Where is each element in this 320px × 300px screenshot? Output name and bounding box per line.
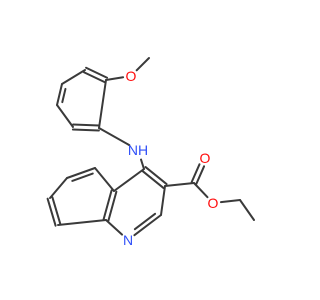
bond-c_q4a-c_q4 (113, 168, 145, 192)
bond-c_q8a-c_q4a-second (102, 189, 113, 221)
bond-c_carbonyl-o_ester (193, 182, 209, 199)
bond-c_ar_b2-c_ar_b3 (61, 69, 86, 85)
bond-c_carbonyl-o_carbonyl-second (190, 163, 201, 183)
bond-n_q1-c_q8a (105, 219, 124, 236)
bond-c_ethyl_ch2-c_ethyl_ch3 (239, 199, 255, 221)
bond-c_ar_b5-c_ar_b6-second (72, 123, 101, 127)
bond-c_q3-c_q2 (160, 185, 166, 216)
bond-c_ar_b3-c_ar_b4 (56, 83, 63, 106)
atom-label-o-ester: O (208, 195, 219, 211)
bond-c_q8a-c_q4a (107, 190, 118, 222)
bond-c_ar_b4-c_ar_b5 (56, 104, 74, 128)
bond-c_q4-c_q3 (141, 169, 165, 189)
molecule-structure: O NH N O O (46, 57, 255, 248)
bond-c_q5-c_q6-inner (71, 172, 94, 182)
bond-c_q7-c_q8-second (51, 196, 62, 226)
bond-o_ester-c_ethyl_ch2 (219, 199, 241, 204)
atom-labels-layer: O NH N O O (123, 68, 219, 248)
bond-o_methoxy-c_ar_b1 (105, 76, 125, 81)
bond-c_q4a-c_q5 (94, 167, 115, 192)
bond-c_q4-c_q3-second (144, 166, 168, 186)
bond-c_ar_b1-c_ar_b2-second (82, 71, 106, 84)
bond-c_ar_b6-c_ar_b1 (98, 79, 107, 129)
bond-c_ar_b6-n_amine (98, 127, 131, 147)
atom-label-n-amine: NH (128, 142, 148, 158)
bond-c_ar_b3-c_ar_b4-inner (61, 87, 67, 104)
atom-label-o-carbonyl: O (200, 150, 211, 166)
bonds-layer (46, 57, 255, 237)
structure-canvas: O NH N O O (46, 57, 255, 248)
bond-c_q3-c_carbonyl (164, 182, 195, 187)
bond-c_q5-c_q6 (66, 167, 96, 179)
bond-c_q7-c_q8 (46, 197, 57, 227)
bond-n_amine-c_q4 (140, 158, 145, 170)
atom-label-n-q1: N (123, 232, 133, 248)
atom-label-o-methoxy: O (126, 68, 137, 84)
bond-c_q2-n_q1 (133, 214, 162, 237)
bond-c_carbonyl-o_carbonyl (195, 165, 206, 186)
bond-c_ar_b5-c_ar_b6 (71, 128, 100, 132)
bond-c_q6-c_q7 (49, 177, 68, 199)
bond-c_q8-c_q8a (57, 219, 107, 226)
bond-c_q2-n_q1-inner (133, 212, 157, 231)
bond-c_methyl_ome-o_methoxy (135, 57, 150, 72)
bond-c_ar_b1-c_ar_b2 (85, 66, 109, 79)
